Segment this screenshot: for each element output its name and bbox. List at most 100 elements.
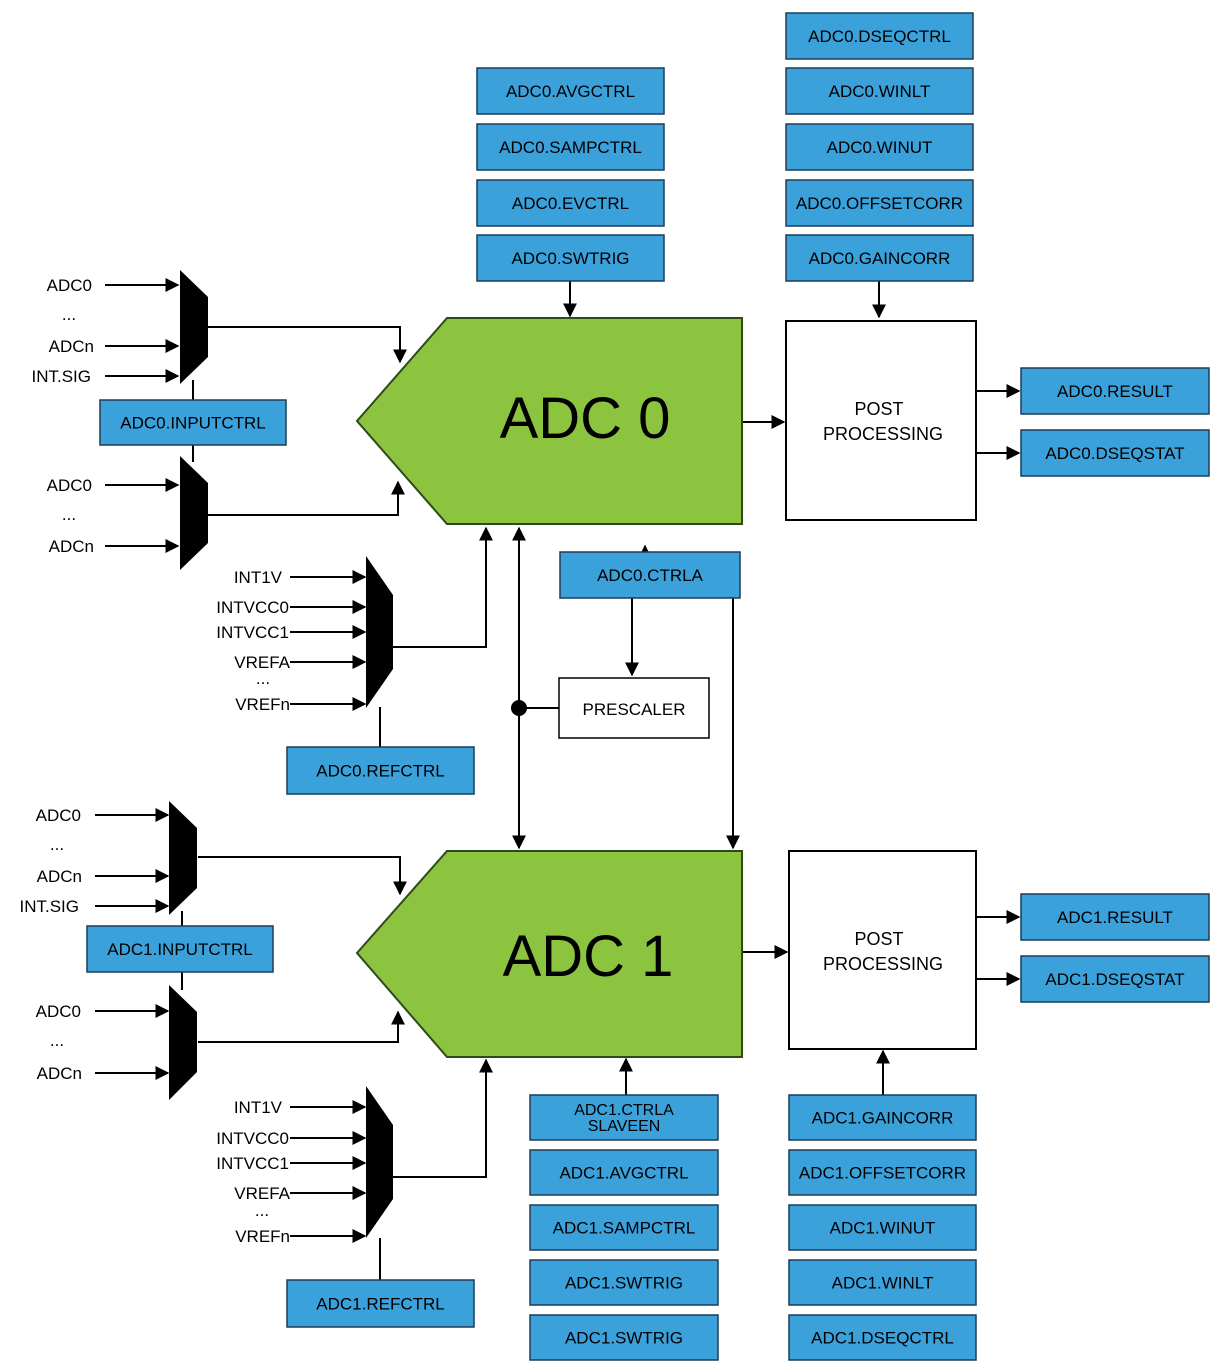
ref-label: VREFn <box>235 695 290 714</box>
adc0-register-label: ADC0.WINUT <box>827 138 933 157</box>
adc0-register-dseqctrl: ADC0.DSEQCTRL <box>785 12 974 60</box>
adc1-register-refctrl: ADC1.REFCTRL <box>286 1279 475 1328</box>
input-label: ADC0 <box>47 476 92 495</box>
ref-label: VREFA <box>234 653 290 672</box>
adc0-register-avgctrl: ADC0.AVGCTRL <box>476 67 665 115</box>
adc0-title: ADC 0 <box>500 386 671 451</box>
adc0-register-winut: ADC0.WINUT <box>785 123 974 171</box>
adc0-post-processing-block <box>785 320 977 521</box>
adc1-register-label: ADC1.DSEQSTAT <box>1045 970 1184 989</box>
ref-label: INT1V <box>234 1098 283 1117</box>
adc0-input-mux-top <box>180 270 208 384</box>
input-label: ... <box>50 835 64 854</box>
input-label: ... <box>50 1031 64 1050</box>
adc0-register-swtrig: ADC0.SWTRIG <box>476 234 665 282</box>
adc0-register-dseqstat: ADC0.DSEQSTAT <box>1020 429 1210 477</box>
prescaler-label: PRESCALER <box>583 700 686 719</box>
adc1-post-processing-label: POST <box>854 929 903 949</box>
adc0-register-offsetcorr: ADC0.OFFSETCORR <box>785 179 974 227</box>
adc0-register-label: ADC0.SAMPCTRL <box>499 138 642 157</box>
input-label: ADCn <box>49 537 94 556</box>
adc1-register-label: ADC1.WINUT <box>830 1219 936 1238</box>
adc0-register-label: ADC0.WINLT <box>829 82 931 101</box>
input-label: ADCn <box>37 867 82 886</box>
adc1-register-result: ADC1.RESULT <box>1020 893 1210 941</box>
adc0-register-label: ADC0.REFCTRL <box>316 762 444 781</box>
adc0-reference-mux <box>366 556 393 708</box>
adc1-register-label: ADC1.DSEQCTRL <box>811 1329 954 1348</box>
adc0-register-evctrl: ADC0.EVCTRL <box>476 179 665 227</box>
prescaler-block <box>558 677 710 739</box>
adc1-register-label: ADC1.REFCTRL <box>316 1295 444 1314</box>
input-label: INT.SIG <box>31 367 91 386</box>
adc1-register-label: ADC1.INPUTCTRL <box>107 940 252 959</box>
bus-junction-dot <box>511 700 527 716</box>
input-label: ... <box>62 305 76 324</box>
input-label: ADC0 <box>36 806 81 825</box>
adc0-register-label: ADC0.CTRLA <box>597 566 703 585</box>
adc1-register-label: ADC1.GAINCORR <box>812 1109 954 1128</box>
adc1-register-avgctrl: ADC1.AVGCTRL <box>529 1149 719 1196</box>
input-label: ADCn <box>37 1064 82 1083</box>
adc0-register-sampctrl: ADC0.SAMPCTRL <box>476 123 665 171</box>
adc1-input-mux-bottom <box>169 985 197 1100</box>
connection-wires <box>95 278 1021 1280</box>
adc1-register-swtrig-2: ADC1.SWTRIG <box>529 1314 719 1361</box>
adc0-register-label: ADC0.RESULT <box>1057 382 1173 401</box>
ref-label: INTVCC0 <box>216 598 289 617</box>
adc1-register-dseqctrl: ADC1.DSEQCTRL <box>788 1314 977 1361</box>
adc0-input-mux-bottom <box>180 456 208 570</box>
adc1-register-sampctrl: ADC1.SAMPCTRL <box>529 1204 719 1251</box>
adc0-register-refctrl: ADC0.REFCTRL <box>286 746 475 795</box>
adc1-register-winlt: ADC1.WINLT <box>788 1259 977 1306</box>
adc1-post-processing-block <box>788 850 977 1050</box>
adc0-post-processing-label: PROCESSING <box>823 424 943 444</box>
adc1-reference-mux <box>366 1086 393 1238</box>
adc0-register-label: ADC0.EVCTRL <box>512 194 629 213</box>
ref-label: ... <box>256 669 270 688</box>
ref-label: INTVCC0 <box>216 1129 289 1148</box>
adc0-register-inputctrl: ADC0.INPUTCTRL <box>99 399 287 446</box>
adc1-register-inputctrl: ADC1.INPUTCTRL <box>86 925 274 973</box>
adc1-register-dseqstat: ADC1.DSEQSTAT <box>1020 955 1210 1003</box>
adc1-register-winut: ADC1.WINUT <box>788 1204 977 1251</box>
adc1-register-label: ADC1.RESULT <box>1057 908 1173 927</box>
adc1-block <box>355 850 743 1058</box>
adc1-register-label: ADC1.AVGCTRL <box>559 1164 688 1183</box>
adc0-register-label: ADC0.SWTRIG <box>511 249 629 268</box>
adc0-register-ctrla: ADC0.CTRLA <box>559 551 741 599</box>
adc0-register-label: ADC0.DSEQSTAT <box>1045 444 1184 463</box>
adc1-register-label: ADC1.OFFSETCORR <box>799 1164 966 1183</box>
adc0-register-winlt: ADC0.WINLT <box>785 67 974 115</box>
adc0-post-processing-label: POST <box>854 399 903 419</box>
adc1-post-processing-label: PROCESSING <box>823 954 943 974</box>
input-label: ADC0 <box>36 1002 81 1021</box>
adc1-input-labels: ADC0 ... ADCn INT.SIG ADC0 ... ADCn INT1… <box>19 806 290 1246</box>
adc1-input-mux-top <box>169 801 197 915</box>
multiplexers <box>169 270 393 1238</box>
adc0-input-labels: ADC0 ... ADCn INT.SIG ADC0 ... ADCn INT1… <box>31 276 290 714</box>
adc1-register-label: SLAVEEN <box>588 1118 661 1135</box>
adc1-register-offsetcorr: ADC1.OFFSETCORR <box>788 1149 977 1196</box>
adc1-register-gaincorr: ADC1.GAINCORR <box>788 1094 977 1141</box>
adc1-register-label: ADC1.WINLT <box>832 1274 934 1293</box>
input-label: ADC0 <box>47 276 92 295</box>
adc1-title: ADC 1 <box>503 924 674 989</box>
ref-label: ... <box>255 1201 269 1220</box>
input-label: ... <box>62 505 76 524</box>
adc0-register-gaincorr: ADC0.GAINCORR <box>785 234 974 282</box>
ref-label: INT1V <box>234 568 283 587</box>
adc1-register-label: ADC1.SWTRIG <box>565 1274 683 1293</box>
adc1-register-label: ADC1.SAMPCTRL <box>553 1219 696 1238</box>
adc0-register-label: ADC0.OFFSETCORR <box>796 194 963 213</box>
ref-label: VREFn <box>235 1227 290 1246</box>
ref-label: INTVCC1 <box>216 1154 289 1173</box>
input-label: INT.SIG <box>19 897 79 916</box>
adc0-register-label: ADC0.DSEQCTRL <box>808 27 951 46</box>
adc0-block <box>355 317 743 525</box>
adc1-register-swtrig-1: ADC1.SWTRIG <box>529 1259 719 1306</box>
input-label: ADCn <box>49 337 94 356</box>
adc0-register-label: ADC0.AVGCTRL <box>506 82 635 101</box>
